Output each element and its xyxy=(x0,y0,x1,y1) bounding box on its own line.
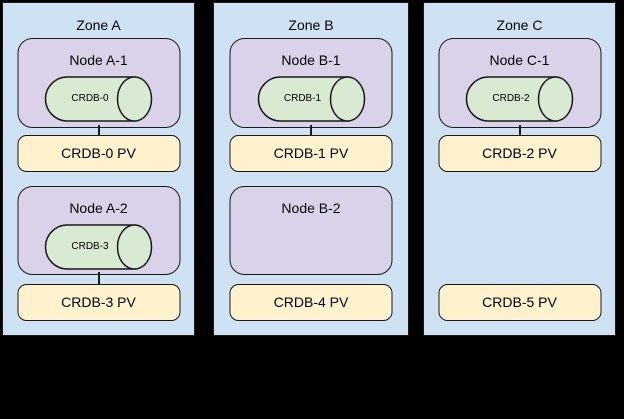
disk-crdb-2: CRDB-2 xyxy=(465,76,574,122)
node-b2-box: Node B-2 xyxy=(229,186,393,275)
zone-c-title: Zone C xyxy=(496,17,543,33)
pv-crdb-5: CRDB-5 PV xyxy=(438,284,601,321)
node-a1-title: Node A-1 xyxy=(69,52,128,68)
disk-cylinder-icon xyxy=(465,76,574,122)
connector-node-a2-pv xyxy=(97,272,100,286)
node-a2-box: Node A-2 CRDB-3 xyxy=(17,186,180,275)
disk-cylinder-icon xyxy=(44,224,153,270)
pv-crdb-1: CRDB-1 PV xyxy=(229,135,393,172)
connector-node-a1-pv xyxy=(97,125,100,137)
disk-crdb-2-label: CRDB-2 xyxy=(492,93,530,104)
zone-c-box: Zone C Node C-1 CRDB-2 CRDB-2 PV CRDB-5 … xyxy=(423,2,616,336)
node-b1-title: Node B-1 xyxy=(281,52,341,68)
node-b2-title: Node B-2 xyxy=(281,200,341,216)
disk-cylinder-icon xyxy=(44,76,153,122)
node-c1-box: Node C-1 CRDB-2 xyxy=(438,38,601,128)
disk-crdb-3-label: CRDB-3 xyxy=(71,241,109,252)
pv-crdb-2: CRDB-2 PV xyxy=(438,135,601,172)
node-c1-title: Node C-1 xyxy=(489,52,550,68)
connector-node-c1-pv xyxy=(518,125,521,137)
disk-crdb-1-label: CRDB-1 xyxy=(283,93,322,104)
pv-crdb-3: CRDB-3 PV xyxy=(17,284,180,321)
zone-b-title: Zone B xyxy=(288,17,334,33)
connector-node-b1-pv xyxy=(310,125,312,137)
disk-crdb-3: CRDB-3 xyxy=(44,224,153,270)
node-b1-box: Node B-1 CRDB-1 xyxy=(229,38,393,128)
zone-a-title: Zone A xyxy=(76,17,121,33)
zone-b-box: Zone B Node B-1 CRDB-1 CRDB-1 PV Node B-… xyxy=(213,2,409,336)
disk-crdb-0-label: CRDB-0 xyxy=(71,93,109,104)
pv-crdb-0: CRDB-0 PV xyxy=(17,135,180,172)
pv-crdb-4: CRDB-4 PV xyxy=(229,284,393,321)
disk-crdb-0: CRDB-0 xyxy=(44,76,153,122)
node-a2-title: Node A-2 xyxy=(69,200,128,216)
node-a1-box: Node A-1 CRDB-0 xyxy=(17,38,180,128)
disk-crdb-1: CRDB-1 xyxy=(257,76,365,122)
zone-a-box: Zone A Node A-1 CRDB-0 CRDB-0 PV Node A-… xyxy=(2,2,195,336)
disk-cylinder-icon xyxy=(257,76,365,122)
